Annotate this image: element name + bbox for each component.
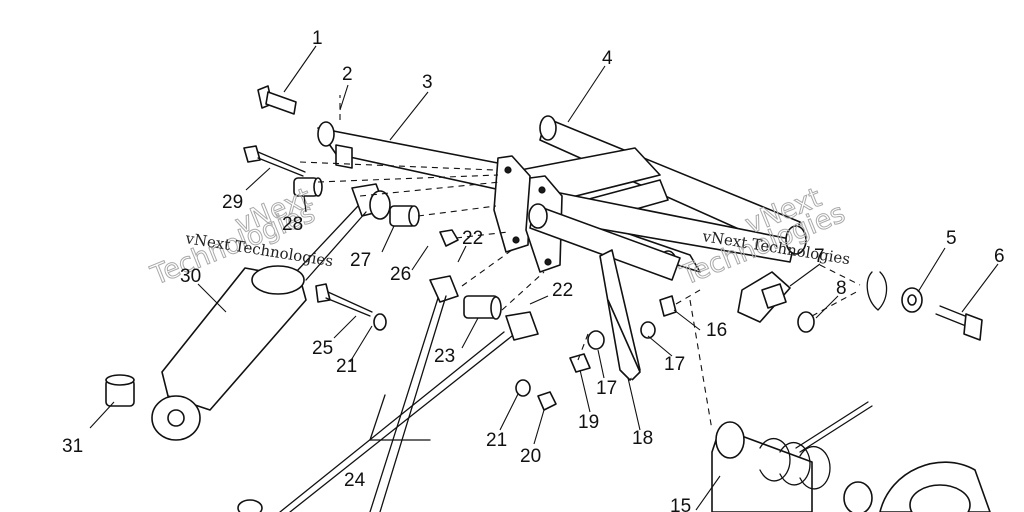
- callout-7: 7: [814, 246, 825, 267]
- bolt-25: [315, 283, 373, 317]
- scissor-link: [599, 249, 641, 381]
- callout-26: 26: [390, 264, 411, 285]
- nut-20: [537, 391, 557, 411]
- bolt-6: [935, 305, 983, 341]
- long-bolt-29: [243, 145, 306, 177]
- callout-16: 16: [706, 320, 727, 341]
- callout-4: 4: [602, 48, 613, 69]
- plate-7: [737, 271, 791, 323]
- front-cross-shaft: [317, 121, 529, 197]
- washer-5: [901, 287, 923, 313]
- callout-22-upper: 22: [462, 228, 483, 249]
- callout-15: 15: [670, 496, 691, 512]
- callout-24: 24: [344, 470, 366, 491]
- washer-8: [797, 311, 815, 333]
- callout-29: 29: [222, 192, 243, 213]
- washer-21-upper: [373, 313, 387, 331]
- callout-6: 6: [994, 246, 1005, 267]
- washer-21-lower: [515, 379, 531, 397]
- callout-8: 8: [836, 278, 847, 299]
- callout-20: 20: [520, 446, 541, 467]
- bolt-1: [257, 85, 297, 115]
- bushing-31: [105, 374, 135, 407]
- tie-rod-24: [237, 275, 539, 512]
- bolt-16: [659, 295, 677, 317]
- bushing-27: [389, 205, 420, 227]
- lower-cross-tube: [528, 203, 681, 281]
- nut-19: [569, 353, 591, 373]
- pivot-bracket-left: [493, 155, 531, 253]
- callout-27: 27: [350, 250, 371, 271]
- assembly-guide-lines: [299, 95, 861, 431]
- callout-21-upper: 21: [336, 356, 357, 377]
- callout-30: 30: [180, 266, 201, 287]
- callout-leader-lines: [89, 45, 999, 511]
- callout-22-lower: 22: [552, 280, 573, 301]
- callout-21-lower: 21: [486, 430, 507, 451]
- callout-labels: 1 2 3 4 5 6 7 8 16 17 17 18 19 20 21 21 …: [62, 28, 1005, 512]
- nut-26: [439, 229, 459, 247]
- spring-15: [711, 401, 991, 512]
- callout-23: 23: [434, 346, 455, 367]
- callout-3: 3: [422, 72, 433, 93]
- callout-18: 18: [632, 428, 653, 449]
- bushing-28: [293, 177, 323, 197]
- shock-absorber-30: [151, 183, 391, 441]
- callout-17-left: 17: [596, 378, 617, 399]
- callout-5: 5: [946, 228, 957, 249]
- callout-2: 2: [342, 64, 353, 85]
- washer-17: [587, 321, 656, 350]
- callout-25: 25: [312, 338, 333, 359]
- clip-spring: [866, 271, 888, 311]
- callout-19: 19: [578, 412, 599, 433]
- callout-28: 28: [282, 214, 303, 235]
- callout-17-right: 17: [664, 354, 685, 375]
- callout-31: 31: [62, 436, 83, 457]
- callout-1: 1: [312, 28, 323, 49]
- bushing-23: [463, 295, 502, 320]
